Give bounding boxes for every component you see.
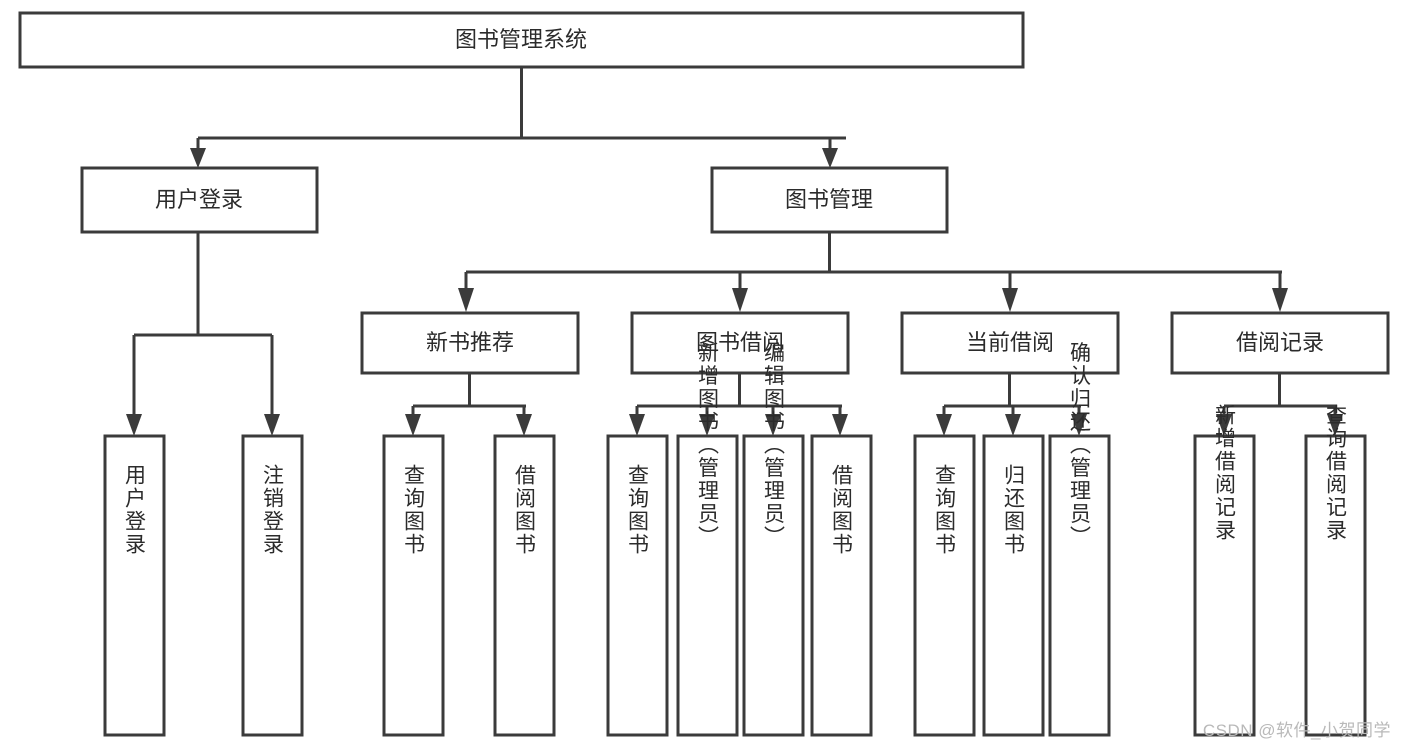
leaf-currentborrow-confirm-return[interactable]: 确认归还（管理员） [1048, 342, 1111, 737]
leaf-logout-label: 注销登录 [261, 464, 285, 556]
leaf-borrowrecord-query-record-box[interactable] [1304, 434, 1367, 737]
leaf-newbook-borrow-book[interactable]: 借阅图书 [493, 434, 556, 737]
leaf-logout[interactable]: 注销登录 [241, 434, 304, 737]
node-book-management[interactable]: 图书管理 [710, 166, 949, 234]
connector-group-user-login [126, 232, 280, 436]
arrow-bookborrow-to-query [629, 414, 645, 436]
leaf-newbook-borrow-book-label: 借阅图书 [513, 464, 537, 556]
leaf-bookborrow-add-book-box[interactable] [676, 434, 739, 737]
leaf-newbook-query-book[interactable]: 查询图书 [382, 434, 445, 737]
arrow-login-to-logout [264, 414, 280, 436]
leaf-borrowrecord-add-record[interactable]: 新增借阅记录 [1193, 404, 1256, 737]
arrow-currentborrow-to-confirm [1071, 414, 1087, 436]
arrow-bookmgmt-to-borrowrecord [1272, 288, 1288, 312]
arrow-root-to-login [190, 148, 206, 168]
arrow-bookborrow-to-add [699, 414, 715, 436]
leaf-bookborrow-add-book-label: 新增图书（管理员） [696, 342, 720, 549]
leaf-currentborrow-return-book-label: 归还图书 [1002, 464, 1026, 556]
leaf-bookborrow-query-book[interactable]: 查询图书 [606, 434, 669, 737]
leaf-currentborrow-query-book-label: 查询图书 [933, 464, 957, 556]
leaf-bookborrow-query-book-label: 查询图书 [626, 464, 650, 556]
leaf-bookborrow-query-book-box[interactable] [606, 434, 669, 737]
leaf-logout-box[interactable] [241, 434, 304, 737]
leaf-bookborrow-borrow-book[interactable]: 借阅图书 [810, 434, 873, 737]
node-current-borrow-label: 当前借阅 [966, 330, 1054, 355]
node-book-borrow[interactable]: 图书借阅 [630, 311, 850, 375]
leaf-bookborrow-edit-book[interactable]: 编辑图书（管理员） [742, 342, 805, 737]
leaf-newbook-query-book-box[interactable] [382, 434, 445, 737]
leaf-borrowrecord-add-record-box[interactable] [1193, 434, 1256, 737]
arrow-borrowrecord-to-add [1216, 414, 1232, 436]
arrow-currentborrow-to-query [936, 414, 952, 436]
node-borrow-record-box[interactable] [1170, 311, 1390, 375]
leaf-currentborrow-query-book[interactable]: 查询图书 [913, 434, 976, 737]
node-borrow-record-label: 借阅记录 [1236, 330, 1324, 355]
node-user-login-label: 用户登录 [155, 187, 243, 212]
node-root-system[interactable]: 图书管理系统 [18, 11, 1025, 69]
node-root-system-label: 图书管理系统 [455, 27, 587, 52]
arrow-borrowrecord-to-query [1327, 414, 1343, 436]
leaf-currentborrow-query-book-box[interactable] [913, 434, 976, 737]
node-book-borrow-label: 图书借阅 [696, 330, 784, 355]
leaf-user-login-box[interactable] [103, 434, 166, 737]
leaf-newbook-borrow-book-box[interactable] [493, 434, 556, 737]
connector-group-book-borrow [629, 373, 848, 436]
node-book-management-label: 图书管理 [785, 187, 873, 212]
connector-group-borrow-record [1216, 373, 1343, 436]
arrow-bookborrow-to-edit [765, 414, 781, 436]
leaf-borrowrecord-add-record-label: 新增借阅记录 [1213, 404, 1237, 542]
leaf-bookborrow-borrow-book-label: 借阅图书 [830, 464, 854, 556]
arrow-currentborrow-to-return [1005, 414, 1021, 436]
connector-group-root [190, 67, 846, 168]
node-new-book-recommend-label: 新书推荐 [426, 330, 514, 355]
leaf-user-login[interactable]: 用户登录 [103, 434, 166, 737]
leaf-currentborrow-return-book[interactable]: 归还图书 [982, 434, 1045, 737]
leaf-currentborrow-confirm-return-box[interactable] [1048, 434, 1111, 737]
arrow-bookmgmt-to-currentborrow [1002, 288, 1018, 312]
connector-group-new-book [405, 373, 532, 436]
leaf-bookborrow-edit-book-box[interactable] [742, 434, 805, 737]
node-book-management-box[interactable] [710, 166, 949, 234]
leaf-bookborrow-add-book[interactable]: 新增图书（管理员） [676, 342, 739, 737]
leaf-borrowrecord-query-record[interactable]: 查询借阅记录 [1304, 404, 1367, 737]
leaf-borrowrecord-query-record-label: 查询借阅记录 [1324, 404, 1348, 542]
arrow-bookmgmt-to-bookborrow [732, 288, 748, 312]
arrow-newbook-to-query [405, 414, 421, 436]
node-root-system-box[interactable] [18, 11, 1025, 69]
node-new-book-recommend-box[interactable] [360, 311, 580, 375]
node-user-login-box[interactable] [80, 166, 319, 234]
node-current-borrow[interactable]: 当前借阅 [900, 311, 1120, 375]
arrow-newbook-to-borrow [516, 414, 532, 436]
connector-group-book-management [458, 232, 1288, 312]
node-user-login[interactable]: 用户登录 [80, 166, 319, 234]
csdn-watermark: CSDN @软件_小贺同学 [1202, 721, 1391, 740]
leaf-bookborrow-edit-book-label: 编辑图书（管理员） [762, 342, 786, 549]
leaf-user-login-label: 用户登录 [123, 464, 147, 556]
node-borrow-record[interactable]: 借阅记录 [1170, 311, 1390, 375]
connector-group-current-borrow [936, 373, 1087, 436]
leaf-newbook-query-book-label: 查询图书 [402, 464, 426, 556]
arrow-bookmgmt-to-newbook [458, 288, 474, 312]
arrow-login-to-user-login [126, 414, 142, 436]
leaf-currentborrow-confirm-return-label: 确认归还（管理员） [1068, 342, 1092, 549]
node-current-borrow-box[interactable] [900, 311, 1120, 375]
node-book-borrow-box[interactable] [630, 311, 850, 375]
arrow-bookborrow-to-borrow [832, 414, 848, 436]
arrow-root-to-bookmgmt [822, 148, 838, 168]
node-new-book-recommend[interactable]: 新书推荐 [360, 311, 580, 375]
leaf-currentborrow-return-book-box[interactable] [982, 434, 1045, 737]
leaf-bookborrow-borrow-book-box[interactable] [810, 434, 873, 737]
